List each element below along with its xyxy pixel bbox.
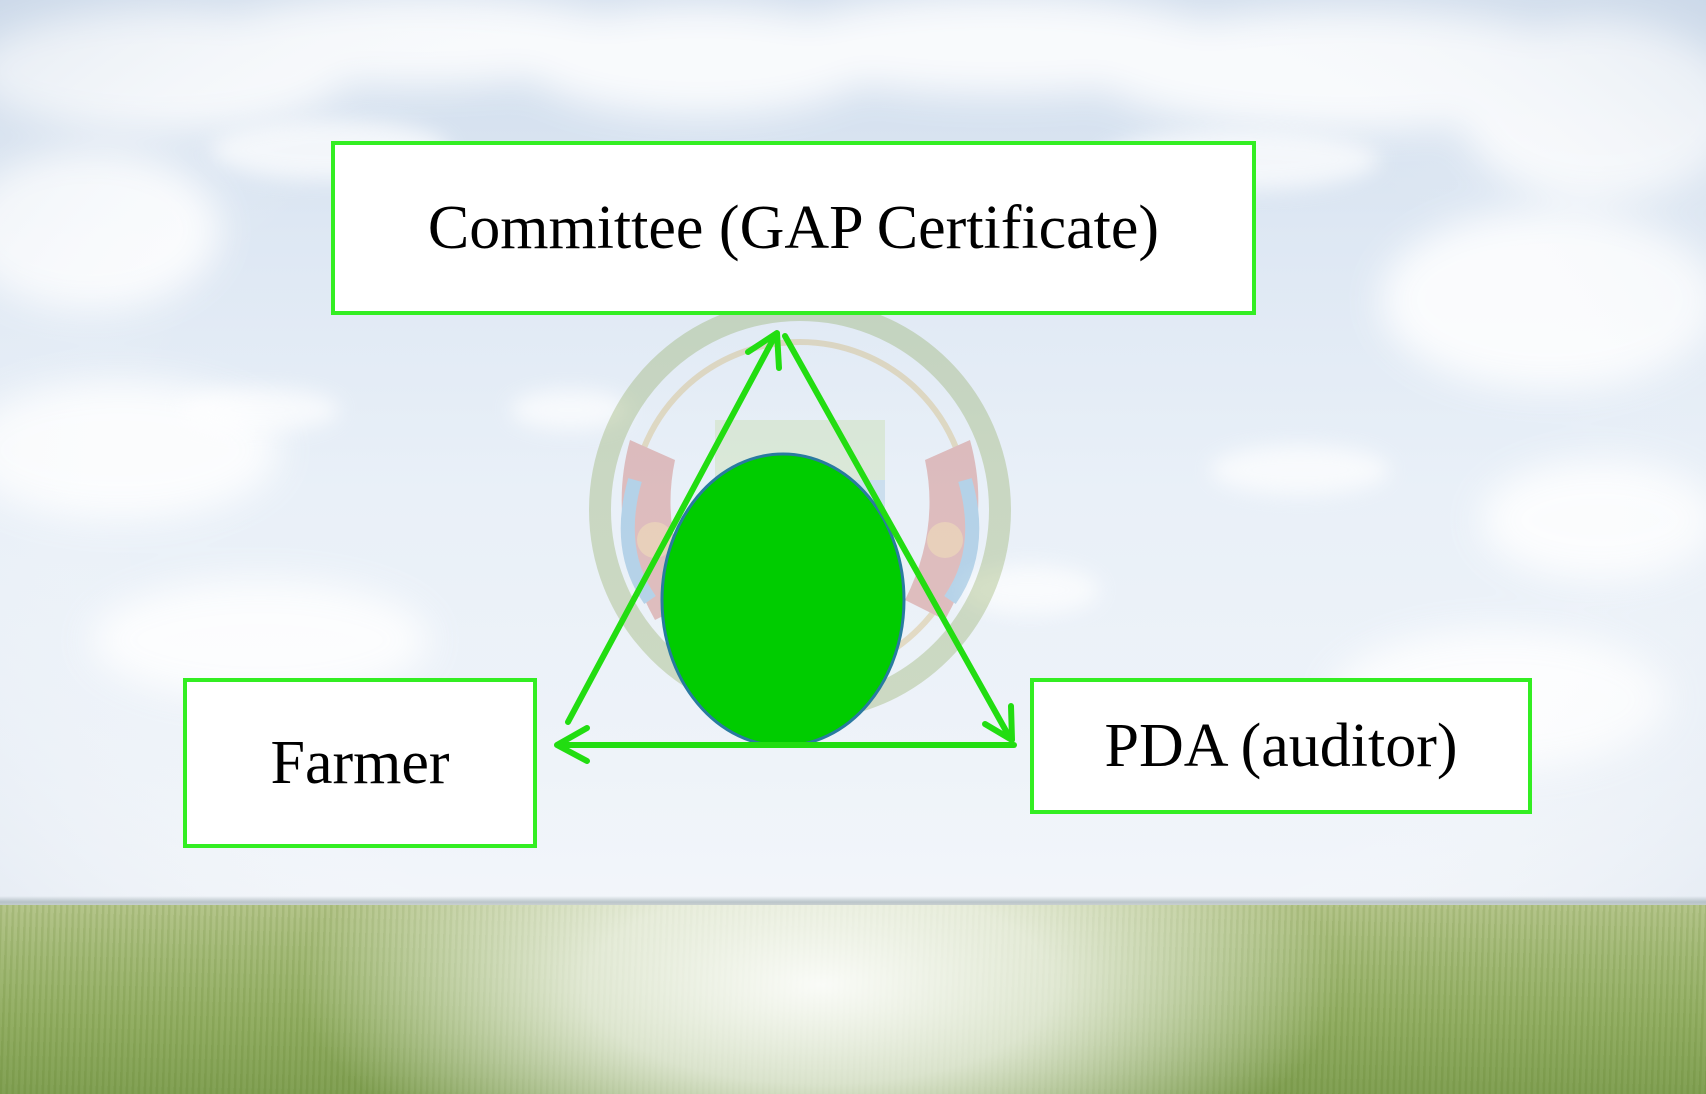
center-circle bbox=[660, 452, 906, 748]
arrow-committee-to-pda bbox=[782, 333, 1015, 743]
arrow-farmer-to-committee bbox=[565, 330, 782, 725]
node-pda-label: PDA (auditor) bbox=[1104, 711, 1458, 780]
arrow-pda-to-farmer bbox=[554, 725, 1017, 764]
node-committee: Committee (GAP Certificate) bbox=[331, 141, 1256, 315]
node-farmer: Farmer bbox=[183, 678, 537, 848]
node-committee-label: Committee (GAP Certificate) bbox=[427, 193, 1160, 262]
node-farmer-label: Farmer bbox=[270, 728, 450, 797]
rice-field bbox=[0, 905, 1706, 1094]
node-pda: PDA (auditor) bbox=[1030, 678, 1532, 814]
